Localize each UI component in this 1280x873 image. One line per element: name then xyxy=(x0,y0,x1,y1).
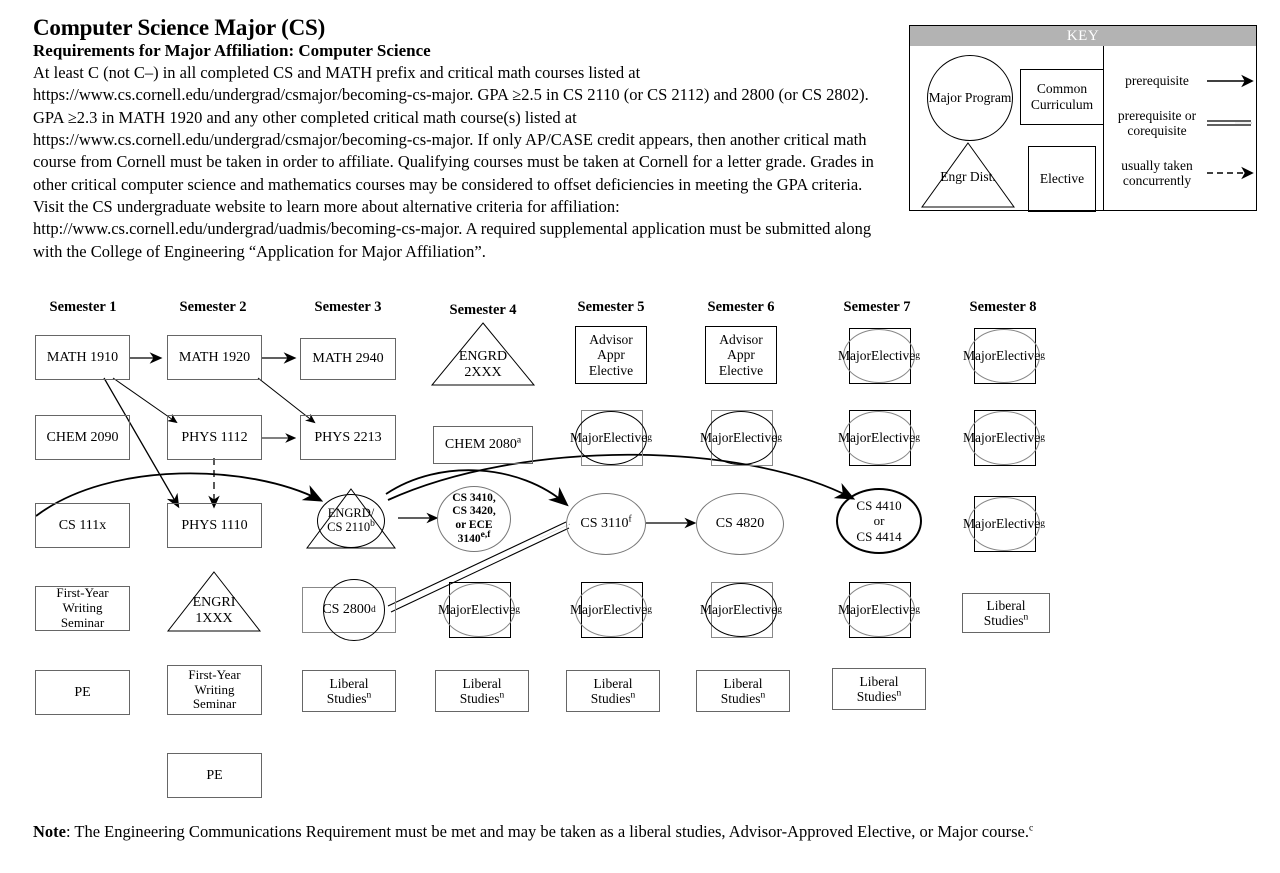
semester-heading-2: Semester 2 xyxy=(179,299,247,315)
key-legend-box: KEY Major Program Common Curriculum Engr… xyxy=(909,25,1257,212)
dashed-arrow-icon xyxy=(1205,164,1263,182)
double-arrow-icon xyxy=(1205,114,1263,132)
node-first-year-writing-seminar-2[interactable]: First-Year Writing Seminar xyxy=(167,665,262,715)
key-shape-major-program: Major Program xyxy=(927,55,1013,141)
footer-note-sup: c xyxy=(1028,823,1034,834)
node-major-elective-sem8-a[interactable]: Major Elective g xyxy=(963,328,1045,384)
node-cs-111x[interactable]: CS 111x xyxy=(35,503,130,548)
node-major-elective-sem6-a[interactable]: Major Elective g xyxy=(700,410,782,466)
key-legend-prerequisite: prerequisite xyxy=(1113,72,1263,90)
footer-note: Note: The Engineering Communications Req… xyxy=(33,822,1033,842)
node-liberal-studies-sem6[interactable]: Liberal Studiesn xyxy=(696,670,790,712)
key-elective-label: Elective xyxy=(1039,171,1085,186)
footer-note-bold: Note xyxy=(33,822,66,841)
node-math-2940[interactable]: MATH 2940 xyxy=(300,338,396,380)
node-liberal-studies-sem8[interactable]: Liberal Studiesn xyxy=(962,593,1050,633)
semester-heading-7: Semester 7 xyxy=(843,299,911,315)
semester-heading-6: Semester 6 xyxy=(707,299,775,315)
semester-heading-4: Semester 4 xyxy=(449,302,517,318)
key-major-program-label: Major Program xyxy=(928,90,1012,106)
semester-heading-1: Semester 1 xyxy=(49,299,117,315)
page-title: Computer Science Major (CS) xyxy=(33,15,326,40)
node-math-1910[interactable]: MATH 1910 xyxy=(35,335,130,380)
semester-heading-5: Semester 5 xyxy=(577,299,645,315)
node-liberal-studies-sem5[interactable]: Liberal Studiesn xyxy=(566,670,660,712)
node-engri-1xxx[interactable]: ENGRI 1XXX xyxy=(166,571,262,633)
key-legend-prereq-or-coreq-label: prerequisite or corequisite xyxy=(1117,108,1197,139)
key-common-curriculum-label: Common Curriculum xyxy=(1030,81,1094,112)
key-legend-usually-concurrent: usually taken concurrently xyxy=(1113,158,1263,188)
node-cs-4820[interactable]: CS 4820 xyxy=(696,493,784,555)
node-liberal-studies-sem7[interactable]: Liberal Studiesn xyxy=(832,668,926,710)
key-legend-prereq-or-coreq: prerequisite or corequisite xyxy=(1113,108,1263,138)
node-phys-1110[interactable]: PHYS 1110 xyxy=(167,503,262,548)
node-cs-4410-or-4414[interactable]: CS 4410 or CS 4414 xyxy=(836,488,922,554)
node-major-elective-sem5-b[interactable]: Major Elective g xyxy=(570,582,652,638)
footer-note-text: : The Engineering Communications Require… xyxy=(65,822,1029,841)
node-major-elective-sem4[interactable]: Major Elective g xyxy=(438,582,520,638)
solid-arrow-icon xyxy=(1205,72,1263,90)
node-major-elective-sem7-a[interactable]: Major Elective g xyxy=(838,328,920,384)
node-phys-1112[interactable]: PHYS 1112 xyxy=(167,415,262,460)
node-major-elective-sem6-b[interactable]: Major Elective g xyxy=(700,582,782,638)
node-advisor-approved-elective-sem6[interactable]: Advisor Appr Elective xyxy=(705,326,777,384)
key-engr-dist-label: Engr Dist. xyxy=(940,169,996,184)
key-heading: KEY xyxy=(910,26,1256,46)
header-block: Computer Science Major (CS) Requirements… xyxy=(33,15,888,263)
node-engrd-2xxx[interactable]: ENGRD 2XXX xyxy=(430,321,536,387)
triangle-icon xyxy=(921,142,1015,208)
key-legend-usually-concurrent-label: usually taken concurrently xyxy=(1121,158,1193,189)
key-divider xyxy=(1103,46,1104,210)
node-liberal-studies-sem3[interactable]: Liberal Studiesn xyxy=(302,670,396,712)
node-pe-2[interactable]: PE xyxy=(167,753,262,798)
semester-heading-8: Semester 8 xyxy=(969,299,1037,315)
node-pe-1[interactable]: PE xyxy=(35,670,130,715)
node-cs-3410-group[interactable]: CS 3410, CS 3420, or ECE 3140e,f xyxy=(437,486,511,552)
node-engrd-cs-2110[interactable]: ENGRD/ CS 2110b xyxy=(305,488,397,550)
node-major-elective-sem8-b[interactable]: Major Elective g xyxy=(963,410,1045,466)
node-cs-3110[interactable]: CS 3110f xyxy=(566,493,646,555)
semester-heading-3: Semester 3 xyxy=(314,299,382,315)
key-legend-prerequisite-label: prerequisite xyxy=(1125,73,1189,89)
node-liberal-studies-sem4[interactable]: Liberal Studiesn xyxy=(435,670,529,712)
node-major-elective-sem8-c[interactable]: Major Elective g xyxy=(963,496,1045,552)
curriculum-flowchart: Semester 1 Semester 2 Semester 3 Semeste… xyxy=(0,288,1280,813)
node-major-elective-sem5-a[interactable]: Major Elective g xyxy=(570,410,652,466)
affiliation-requirements-paragraph: At least C (not C–) in all completed CS … xyxy=(33,62,874,261)
page-subtitle: Requirements for Major Affiliation: Comp… xyxy=(33,41,431,61)
node-chem-2080[interactable]: CHEM 2080a xyxy=(433,426,533,464)
node-math-1920[interactable]: MATH 1920 xyxy=(167,335,262,380)
key-shape-elective: Elective xyxy=(1028,146,1096,212)
node-phys-2213[interactable]: PHYS 2213 xyxy=(300,415,396,460)
node-major-elective-sem7-b[interactable]: Major Elective g xyxy=(838,410,920,466)
key-shape-common-curriculum: Common Curriculum xyxy=(1020,69,1104,125)
node-major-elective-sem7-c[interactable]: Major Elective g xyxy=(838,582,920,638)
node-advisor-approved-elective-sem5[interactable]: Advisor Appr Elective xyxy=(575,326,647,384)
node-chem-2090[interactable]: CHEM 2090 xyxy=(35,415,130,460)
node-first-year-writing-seminar-1[interactable]: First-Year Writing Seminar xyxy=(35,585,130,631)
key-shape-engr-dist: Engr Dist. xyxy=(920,141,1016,209)
